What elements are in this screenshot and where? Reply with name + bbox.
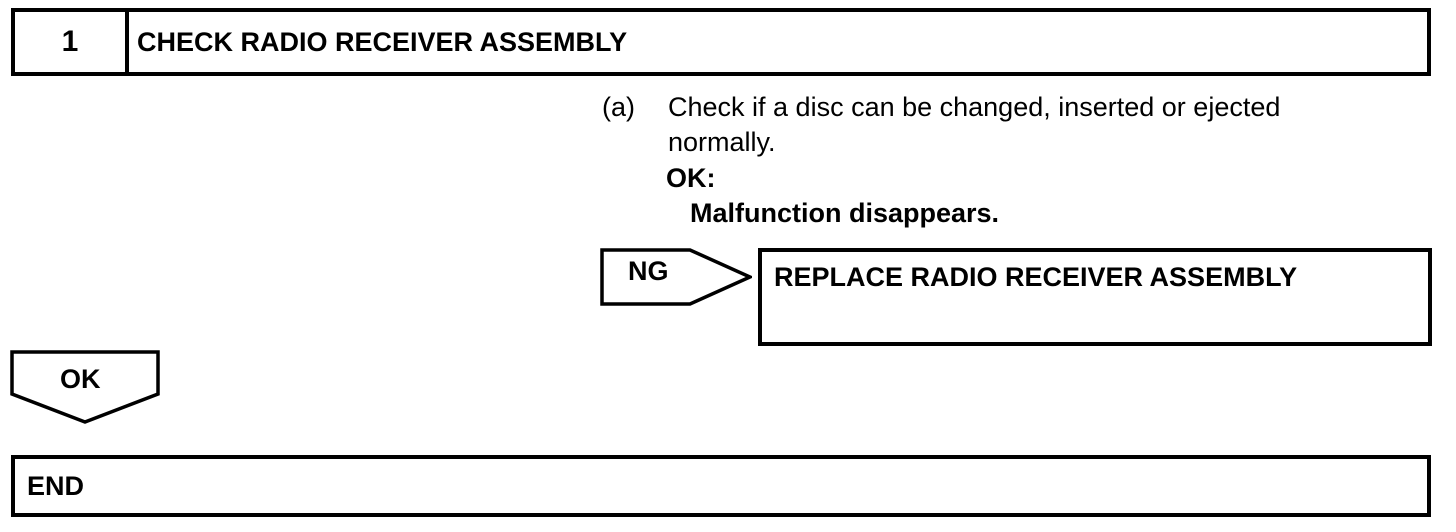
ok-label: OK xyxy=(60,364,101,394)
ng-label: NG xyxy=(628,256,669,286)
step-title: CHECK RADIO RECEIVER ASSEMBLY xyxy=(137,26,628,57)
ng-result-box: REPLACE RADIO RECEIVER ASSEMBLY xyxy=(758,248,1432,346)
end-label: END xyxy=(27,470,85,501)
end-box: END xyxy=(11,455,1431,517)
step-number: 1 xyxy=(15,12,129,72)
ng-result-text: REPLACE RADIO RECEIVER ASSEMBLY xyxy=(774,262,1298,292)
ng-arrow-icon xyxy=(600,248,752,306)
ok-criteria-label: OK: xyxy=(666,163,716,193)
ok-criteria-text: Malfunction disappears. xyxy=(690,198,1000,228)
step-header: 1 CHECK RADIO RECEIVER ASSEMBLY xyxy=(11,8,1431,76)
instruction-marker: (a) xyxy=(602,92,635,122)
instruction-text: Check if a disc can be changed, inserted… xyxy=(668,92,1281,157)
ok-arrow-icon xyxy=(10,350,160,424)
